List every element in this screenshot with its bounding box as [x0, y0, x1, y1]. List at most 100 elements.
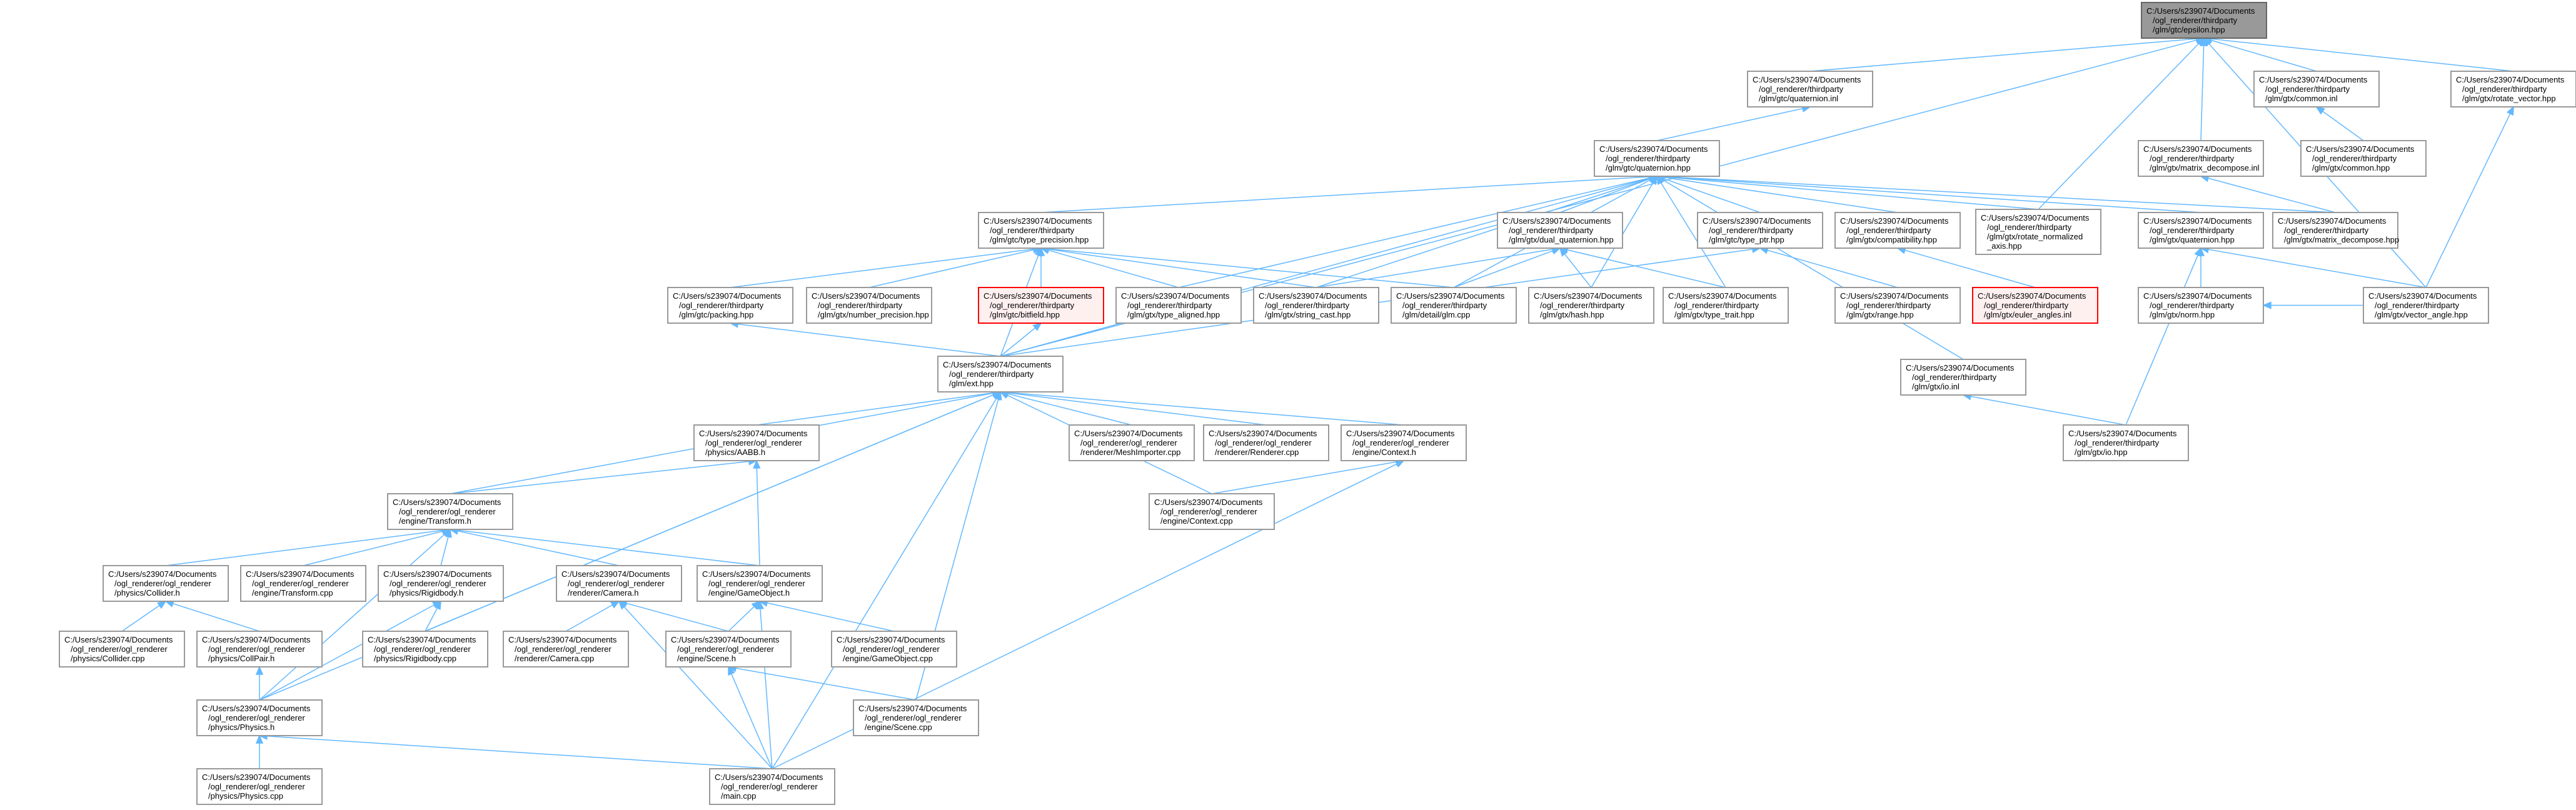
node-label-line: C:/Users/s239074/Documents	[1209, 429, 1317, 438]
file-node-gameobject-h[interactable]: C:/Users/s239074/Documents/ogl_renderer/…	[697, 565, 823, 602]
file-node-gameobject-cpp[interactable]: C:/Users/s239074/Documents/ogl_renderer/…	[831, 631, 957, 668]
file-node-matrix-decompose-inl[interactable]: C:/Users/s239074/Documents/ogl_renderer/…	[2138, 140, 2264, 177]
node-box	[503, 631, 629, 668]
file-node-meshimporter-cpp[interactable]: C:/Users/s239074/Documents/ogl_renderer/…	[1069, 424, 1195, 461]
node-label-line: /engine/GameObject.cpp	[843, 654, 933, 663]
file-node-common-hpp[interactable]: C:/Users/s239074/Documents/ogl_renderer/…	[2300, 140, 2427, 177]
node-label-line: /ogl_renderer/ogl_renderer	[843, 644, 940, 654]
file-node-context-cpp[interactable]: C:/Users/s239074/Documents/ogl_renderer/…	[1149, 493, 1275, 530]
file-node-dual-quaternion[interactable]: C:/Users/s239074/Documents/ogl_renderer/…	[1497, 212, 1623, 249]
file-node-vector-query[interactable]: C:/Users/s239074/Documents/ogl_renderer/…	[2141, 2, 2267, 39]
node-box	[1663, 287, 1789, 324]
node-box	[2063, 424, 2189, 461]
file-node-ext-hpp[interactable]: C:/Users/s239074/Documents/ogl_renderer/…	[937, 356, 1064, 392]
file-node-collider-cpp[interactable]: C:/Users/s239074/Documents/ogl_renderer/…	[59, 631, 185, 668]
file-node-compatibility[interactable]: C:/Users/s239074/Documents/ogl_renderer/…	[1834, 212, 1961, 249]
edge-arrowhead	[157, 600, 167, 609]
file-node-hash[interactable]: C:/Users/s239074/Documents/ogl_renderer/…	[1528, 287, 1654, 324]
edge-line	[1316, 178, 1650, 288]
file-node-io-hpp[interactable]: C:/Users/s239074/Documents/ogl_renderer/…	[2063, 424, 2189, 461]
node-label-line: /ogl_renderer/ogl_renderer	[390, 579, 486, 588]
include-edge	[729, 320, 1001, 357]
file-node-rigidbody-cpp[interactable]: C:/Users/s239074/Documents/ogl_renderer/…	[362, 631, 488, 668]
file-node-vector-angle[interactable]: C:/Users/s239074/Documents/ogl_renderer/…	[2363, 287, 2489, 324]
node-box	[1497, 212, 1623, 249]
include-edge	[1040, 245, 1454, 288]
node-box	[937, 356, 1064, 392]
file-node-range[interactable]: C:/Users/s239074/Documents/ogl_renderer/…	[1834, 287, 1961, 324]
edge-line	[173, 602, 260, 632]
file-node-physics-cpp[interactable]: C:/Users/s239074/Documents/ogl_renderer/…	[196, 768, 323, 805]
file-node-matrix-decompose-hpp[interactable]: C:/Users/s239074/Documents/ogl_renderer/…	[2272, 212, 2399, 249]
node-box	[2138, 140, 2264, 177]
node-box	[2141, 2, 2267, 39]
file-node-physics-h[interactable]: C:/Users/s239074/Documents/ogl_renderer/…	[196, 699, 323, 736]
node-label-line: C:/Users/s239074/Documents	[1753, 75, 1861, 84]
node-label-line: /physics/CollPair.h	[208, 654, 274, 663]
node-label-line: C:/Users/s239074/Documents	[837, 635, 945, 644]
file-node-rigidbody-h[interactable]: C:/Users/s239074/Documents/ogl_renderer/…	[378, 565, 504, 602]
file-node-string-cast[interactable]: C:/Users/s239074/Documents/ogl_renderer/…	[1253, 287, 1379, 324]
node-label-line: /ogl_renderer/thirdparty	[2150, 301, 2235, 310]
node-label-line: /glm/gtc/epsilon.hpp	[2153, 25, 2225, 34]
file-node-gtx-quaternion[interactable]: C:/Users/s239074/Documents/ogl_renderer/…	[2138, 212, 2264, 249]
include-edge	[756, 600, 773, 769]
include-edge	[2200, 246, 2427, 288]
node-box	[1747, 71, 1873, 108]
file-node-scene-cpp[interactable]: C:/Users/s239074/Documents/ogl_renderer/…	[853, 699, 979, 736]
edge-arrowhead	[1394, 460, 1405, 468]
file-node-renderer-cpp[interactable]: C:/Users/s239074/Documents/ogl_renderer/…	[1203, 424, 1329, 461]
node-box	[1115, 287, 1242, 324]
edge-line	[1664, 176, 2201, 213]
node-label-line: /glm/gtc/type_precision.hpp	[990, 235, 1089, 244]
file-node-context-h[interactable]: C:/Users/s239074/Documents/ogl_renderer/…	[1341, 424, 1467, 461]
file-node-number-precision[interactable]: C:/Users/s239074/Documents/ogl_renderer/…	[806, 287, 932, 324]
node-label-line: /engine/Transform.h	[399, 516, 471, 526]
edge-arrowhead	[756, 600, 765, 610]
edge-line	[1970, 396, 2126, 426]
file-node-rotate-vector[interactable]: C:/Users/s239074/Documents/ogl_renderer/…	[2450, 71, 2576, 108]
node-label-line: /physics/Physics.cpp	[208, 791, 283, 801]
include-edge	[758, 599, 895, 632]
file-node-collpair-h[interactable]: C:/Users/s239074/Documents/ogl_renderer/…	[196, 631, 323, 668]
file-node-type-trait[interactable]: C:/Users/s239074/Documents/ogl_renderer/…	[1663, 287, 1789, 324]
node-label-line: C:/Users/s239074/Documents	[671, 635, 780, 644]
file-node-type-precision[interactable]: C:/Users/s239074/Documents/ogl_renderer/…	[978, 212, 1104, 249]
edge-line	[425, 608, 438, 632]
file-node-camera-h[interactable]: C:/Users/s239074/Documents/ogl_renderer/…	[556, 565, 682, 602]
file-node-type-aligned[interactable]: C:/Users/s239074/Documents/ogl_renderer/…	[1115, 287, 1242, 324]
file-node-collider-h[interactable]: C:/Users/s239074/Documents/ogl_renderer/…	[103, 565, 229, 602]
file-node-gtc-quaternion[interactable]: C:/Users/s239074/Documents/ogl_renderer/…	[1594, 140, 1720, 177]
file-node-camera-cpp[interactable]: C:/Users/s239074/Documents/ogl_renderer/…	[503, 631, 629, 668]
file-node-rotate-normalized-axis[interactable]: C:/Users/s239074/Documents/ogl_renderer/…	[1975, 209, 2101, 255]
edge-line	[303, 531, 443, 566]
node-box	[1975, 209, 2101, 255]
node-label-line: /ogl_renderer/ogl_renderer	[708, 579, 805, 588]
edge-line	[1453, 250, 1554, 288]
file-node-euler-angles[interactable]: C:/Users/s239074/Documents/ogl_renderer/…	[1972, 287, 2098, 324]
node-box	[2138, 212, 2264, 249]
file-node-bitfield[interactable]: C:/Users/s239074/Documents/ogl_renderer/…	[978, 287, 1104, 324]
node-label-line: C:/Users/s239074/Documents	[715, 772, 823, 782]
file-node-aabb-h[interactable]: C:/Users/s239074/Documents/ogl_renderer/…	[693, 424, 820, 461]
file-node-glm-cpp[interactable]: C:/Users/s239074/Documents/ogl_renderer/…	[1391, 287, 1517, 324]
file-node-transform-cpp[interactable]: C:/Users/s239074/Documents/ogl_renderer/…	[240, 565, 366, 602]
file-node-packing[interactable]: C:/Users/s239074/Documents/ogl_renderer/…	[667, 287, 793, 324]
edge-line	[756, 392, 994, 426]
node-label-line: C:/Users/s239074/Documents	[1981, 213, 2090, 222]
file-node-scene-h[interactable]: C:/Users/s239074/Documents/ogl_renderer/…	[665, 631, 792, 668]
node-label-line: /glm/gtx/common.inl	[2265, 94, 2338, 103]
node-label-line: /ogl_renderer/ogl_renderer	[208, 782, 305, 791]
node-label-line: /physics/Rigidbody.h	[390, 588, 463, 598]
file-node-transform-h[interactable]: C:/Users/s239074/Documents/ogl_renderer/…	[387, 493, 513, 530]
node-box	[2363, 287, 2489, 324]
node-label-line: /ogl_renderer/ogl_renderer	[399, 507, 496, 516]
file-node-norm[interactable]: C:/Users/s239074/Documents/ogl_renderer/…	[2138, 287, 2264, 324]
file-node-main-cpp[interactable]: C:/Users/s239074/Documents/ogl_renderer/…	[709, 768, 835, 805]
file-node-type-ptr[interactable]: C:/Users/s239074/Documents/ogl_renderer/…	[1697, 212, 1823, 249]
file-node-common-inl[interactable]: C:/Users/s239074/Documents/ogl_renderer/…	[2253, 71, 2380, 108]
file-node-io-inl[interactable]: C:/Users/s239074/Documents/ogl_renderer/…	[1900, 359, 2026, 396]
node-label-line: /ogl_renderer/thirdparty	[1674, 301, 1759, 310]
edge-line	[565, 604, 613, 632]
file-node-quaternion-inl[interactable]: C:/Users/s239074/Documents/ogl_renderer/…	[1747, 71, 1873, 108]
